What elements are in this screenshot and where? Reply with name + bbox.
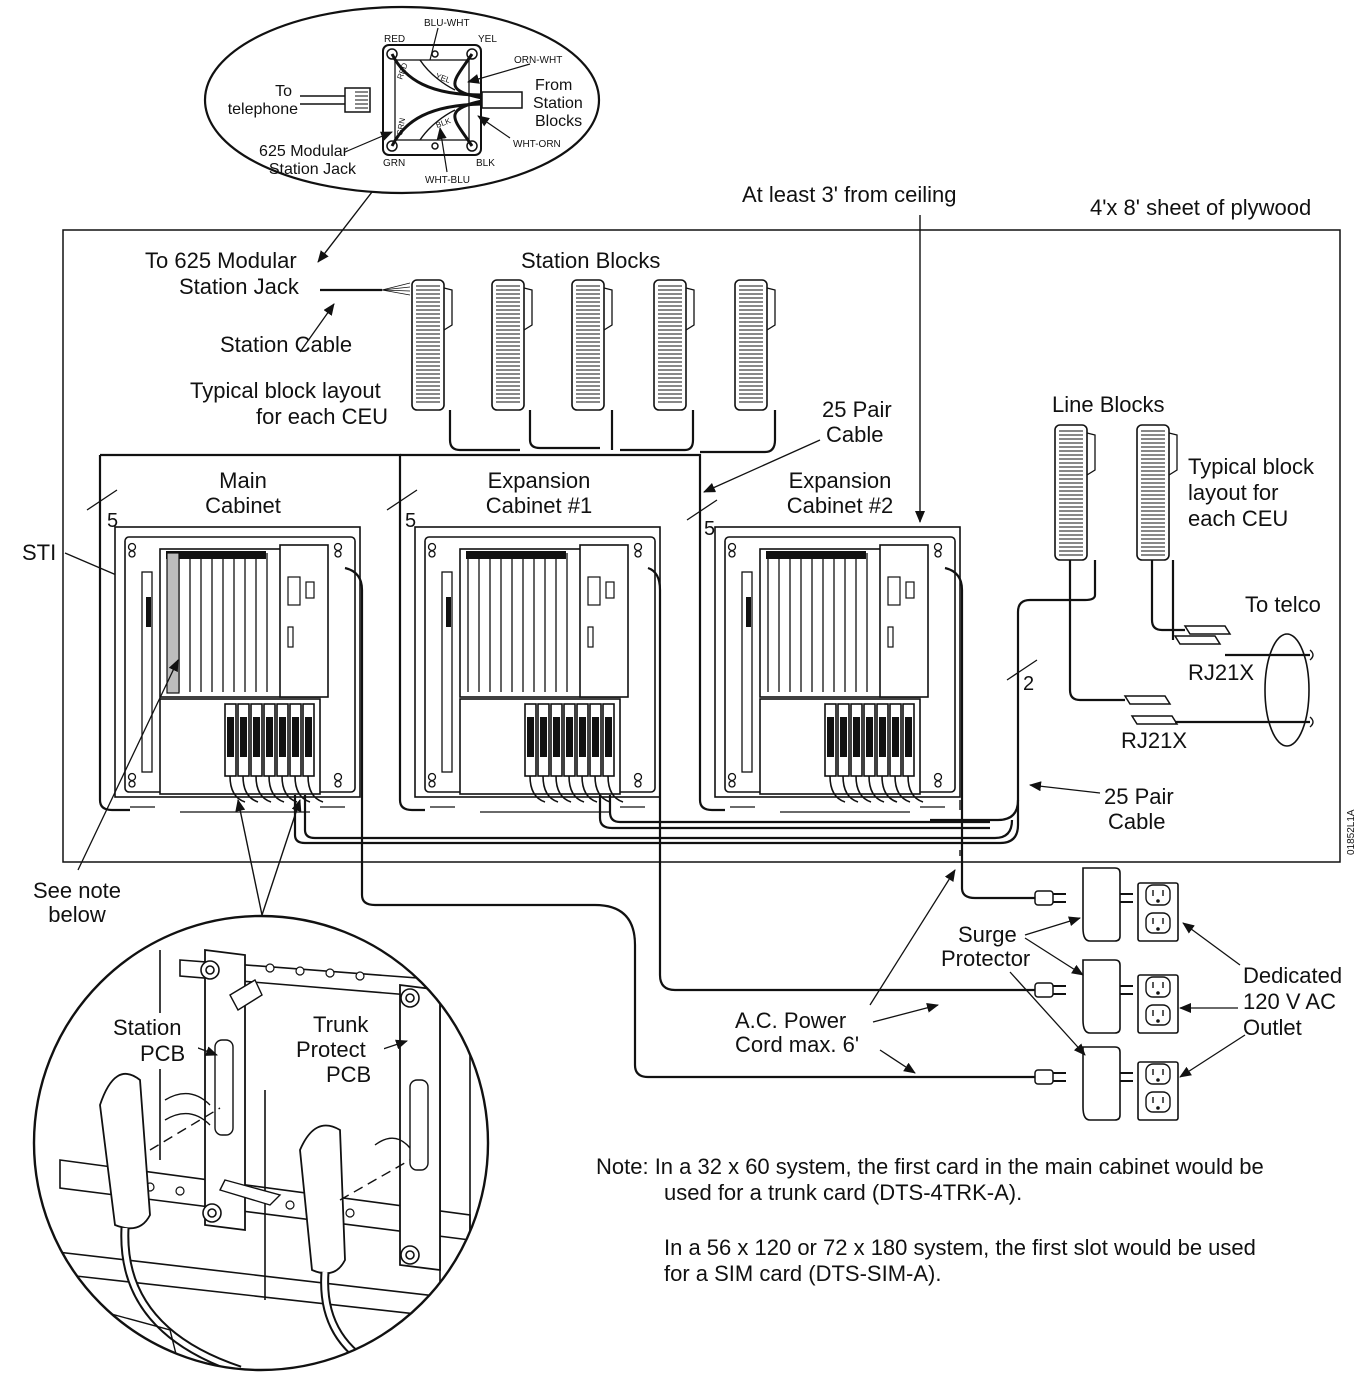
telco-loop — [1264, 633, 1310, 747]
label-orn-wht: ORN-WHT — [514, 55, 562, 66]
plywood-backboard — [62, 229, 1341, 863]
label-count-5a: 5 — [107, 510, 118, 532]
expansion-cabinet-2 — [714, 526, 961, 813]
label-rj21x-b: RJ21X — [1121, 728, 1187, 753]
label-wht-orn: WHT-ORN — [513, 139, 561, 150]
line-blocks — [1054, 424, 1178, 561]
station-block — [411, 279, 453, 411]
label-wht-blu: WHT-BLU — [425, 175, 470, 186]
note-line-1: Note: In a 32 x 60 system, the first car… — [596, 1154, 1264, 1179]
label-count-5b: 5 — [405, 510, 416, 532]
drawing-id: 01852L1A — [1346, 809, 1357, 855]
station-block — [491, 279, 533, 411]
station-block — [571, 279, 613, 411]
power-plug — [1034, 1069, 1054, 1085]
label-station-blocks: Station Blocks — [521, 248, 660, 273]
label-to-telco: To telco — [1245, 592, 1321, 617]
power-section — [1034, 867, 1179, 1121]
rj21x-connectors — [1123, 625, 1232, 725]
label-yel-top: YEL — [478, 34, 497, 45]
power-assembly — [1034, 867, 1179, 942]
power-plug — [1034, 890, 1054, 906]
station-block — [734, 279, 776, 411]
power-plug — [1034, 982, 1054, 998]
surge-protector — [1082, 1046, 1121, 1121]
note-line-2: used for a trunk card (DTS-4TRK-A). — [664, 1180, 1022, 1205]
plywood-note: 4'x 8' sheet of plywood — [1090, 195, 1311, 220]
note-line-4: for a SIM card (DTS-SIM-A). — [664, 1261, 941, 1286]
line-block — [1054, 424, 1096, 561]
label-station-cable: Station Cable — [220, 332, 352, 357]
cabinets — [114, 526, 961, 813]
power-assembly — [1034, 959, 1179, 1034]
label-count-2: 2 — [1023, 673, 1034, 695]
label-count-5c: 5 — [704, 518, 715, 540]
station-cable-stub — [481, 91, 523, 109]
power-assembly — [1034, 1046, 1179, 1121]
station-blocks — [411, 279, 776, 411]
line-block — [1136, 424, 1178, 561]
label-red-top: RED — [384, 34, 405, 45]
ceiling-note: At least 3' from ceiling — [742, 182, 957, 207]
label-blk-bottom: BLK — [476, 158, 495, 169]
label-blu-wht: BLU-WHT — [424, 18, 470, 29]
label-line-blocks: Line Blocks — [1052, 392, 1165, 417]
label-grn-wire: GRN — [395, 117, 407, 136]
note-line-3: In a 56 x 120 or 72 x 180 system, the fi… — [664, 1235, 1256, 1260]
label-rj21x-a: RJ21X — [1188, 660, 1254, 685]
surge-protector — [1082, 959, 1121, 1034]
expansion-cabinet-1 — [414, 526, 661, 813]
surge-protector — [1082, 867, 1121, 942]
label-grn-bottom: GRN — [383, 158, 405, 169]
sti-card — [166, 552, 180, 694]
label-sti: STI — [22, 540, 56, 565]
station-block — [653, 279, 695, 411]
main-cabinet — [114, 526, 361, 813]
